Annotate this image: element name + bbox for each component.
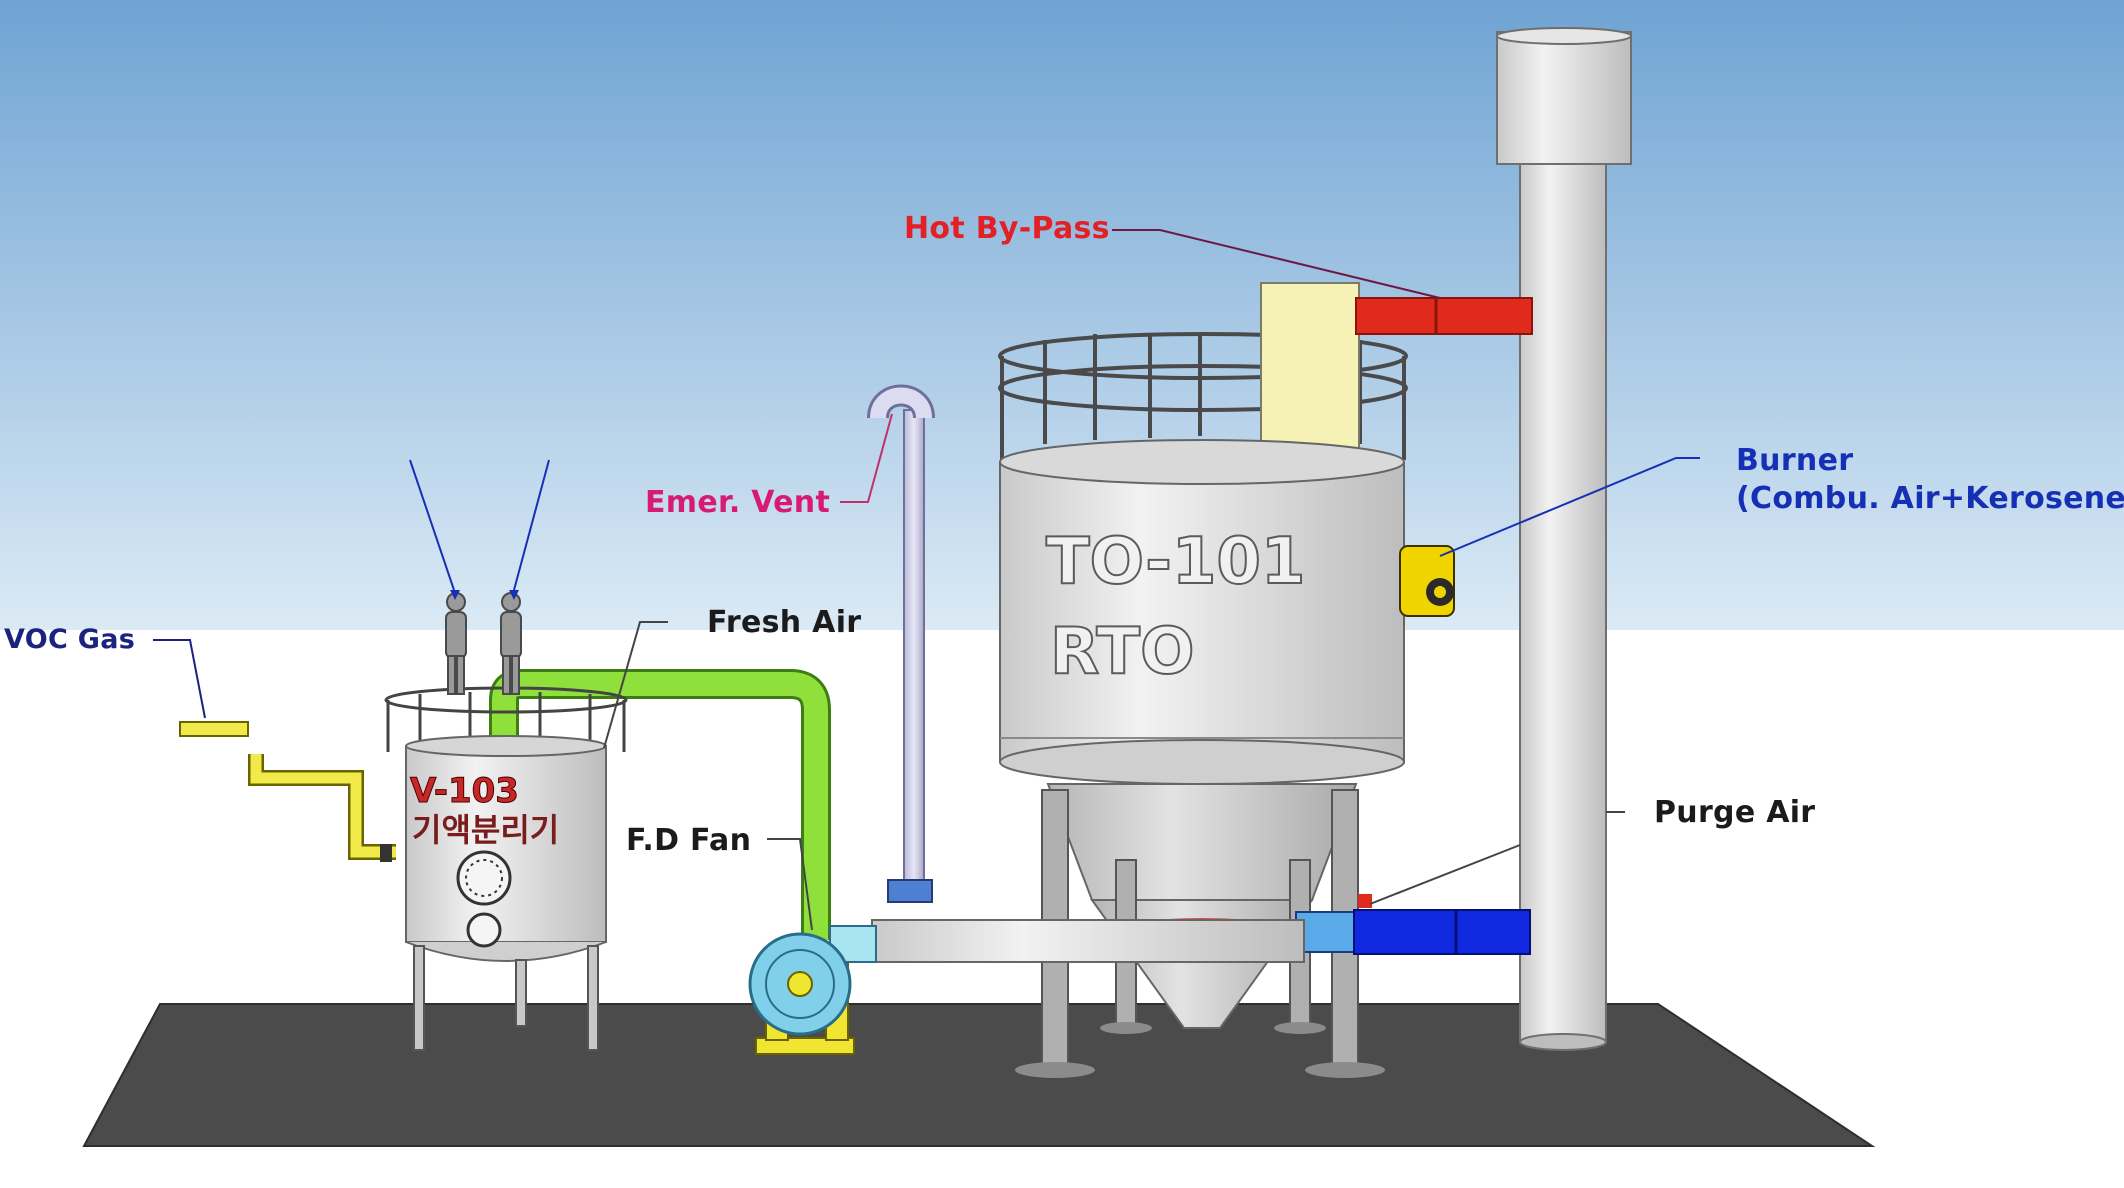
fd-fan (748, 925, 877, 1055)
fd-fan-label: F.D Fan (626, 823, 752, 858)
separator-tag-label: V-103 (410, 771, 520, 811)
hot-bypass-duct (1355, 297, 1533, 335)
fresh-air-label: Fresh Air (707, 605, 862, 640)
burner-label-line1: Burner (1736, 443, 1854, 478)
exhaust-stack (1496, 27, 1632, 1051)
emer-vent-label: Emer. Vent (645, 485, 831, 520)
voc-gas-pipe (179, 721, 396, 862)
rto-tag-label: TO-101 (1045, 525, 1306, 599)
burner-unit (1399, 545, 1455, 617)
fan-outlet-duct (871, 919, 1305, 963)
hot-bypass-label: Hot By-Pass (904, 211, 1110, 246)
separator-name-label: 기액분리기 (412, 811, 560, 849)
floor-slab (82, 1003, 1876, 1147)
operator-figures (445, 592, 522, 695)
rto-name-label: RTO (1049, 615, 1195, 689)
emergency-vent-pipe (867, 384, 935, 903)
purge-air-label: Purge Air (1654, 795, 1816, 830)
burner-label: Burner (Combu. Air+Kerosene) (1736, 442, 2124, 518)
purge-air-duct (1295, 894, 1531, 955)
burner-label-line2: (Combu. Air+Kerosene) (1736, 481, 2124, 516)
rto-vessel (998, 282, 1408, 1078)
voc-gas-label: VOC Gas (4, 624, 136, 655)
gas-liquid-separator (384, 686, 628, 1051)
leader-lines (153, 229, 1700, 931)
